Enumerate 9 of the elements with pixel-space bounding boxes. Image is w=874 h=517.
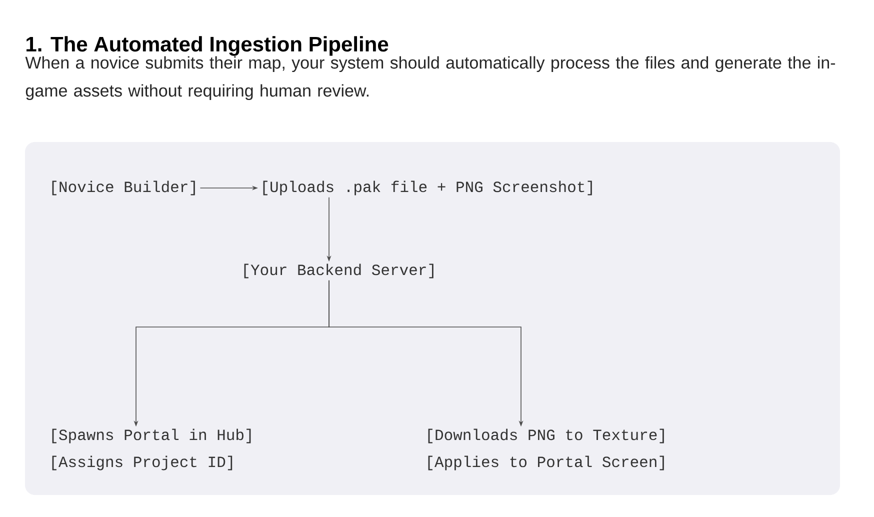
intro-paragraph: When a novice submits their map, your system should automatically process the files and generate the in-game assets without requiring human review.: [25, 56, 836, 100]
code-text: [Spawns Portal in Hub]: [52, 428, 251, 444]
code-text: [Applies to Portal Screen]: [428, 456, 664, 470]
code-text: [Your Backend Server]: [244, 264, 434, 278]
heading: 1. The Automated Ingestion Pipeline: [26, 36, 388, 56]
code-text: [Novice Builder]: [52, 180, 195, 196]
code-text: [Downloads PNG to Texture]: [428, 428, 664, 444]
code-text: [Assigns Project ID]: [52, 456, 232, 470]
code-text: [Uploads .pak file + PNG Screenshot]: [263, 180, 592, 196]
